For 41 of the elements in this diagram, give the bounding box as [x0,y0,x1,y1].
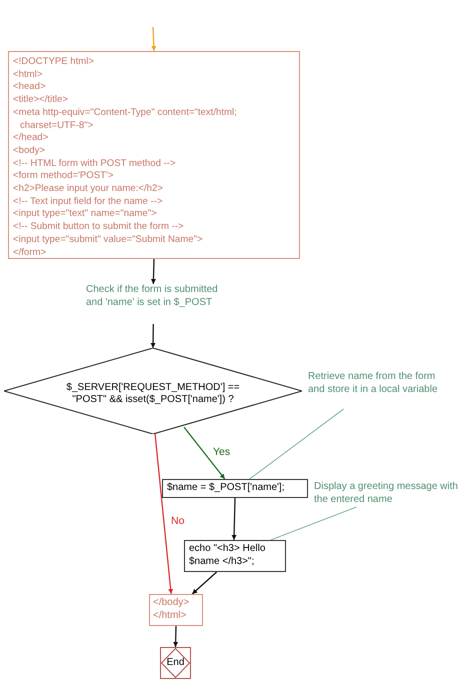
arrow [184,426,226,480]
process-box [184,540,286,572]
code-line: <body> [13,144,46,158]
arrow [192,572,218,594]
arrow [154,434,174,594]
code-line: <head> [13,81,47,94]
annotation-line: Display a greeting message with the entered name [314,481,459,506]
code-line: <meta http-equiv="Content-Type" content="text/html; charset=UTF-8"> [13,106,238,132]
edge-label: Yes [212,446,232,458]
node-label: echo "<h3> Hello $name </h3>"; [189,543,266,568]
arrow [150,324,156,348]
node-label: $_SERVER['REQUEST_METHOD'] == "POST" && isset($_POST['name']) ? [65,382,241,406]
code-line: <html> [13,68,44,82]
arrow [150,258,156,284]
code-line: </head> [13,132,50,145]
edge-label: No [170,515,186,527]
code-line: <form method='POST'> [13,170,114,184]
end-terminator [160,647,191,679]
arrow [232,498,237,540]
node-label: End [166,657,184,669]
code-box [8,51,300,259]
html-box [149,594,203,626]
code-line: <!DOCTYPE html> [13,56,96,69]
node-label: $name = $_POST['name']; [167,482,286,494]
process-box [162,479,308,498]
code-line: <!-- Text input field for the name --> [13,196,164,208]
decision-diamond [4,348,302,434]
annotation-line: Retrieve name from the form and store it in a local variable [308,371,439,396]
code-line: <!-- HTML form with POST method --> [13,158,177,170]
code-line: <!-- Submit button to submit the form --> [13,221,185,234]
leader-line [249,408,344,480]
leader-line [270,506,357,540]
code-line: <h2>Please input your name:</h2> [13,183,164,196]
arrow [151,26,156,52]
code-line: <input type="text" name="name"> [13,208,158,222]
arrow [173,626,178,648]
node-label: </body> </html> [153,597,190,622]
annotation-line: Check if the form is submitted and 'name' is set in $_POST [86,284,218,309]
code-line: <title></title> [13,94,69,107]
code-line: <input type="submit" value="Submit Name"> [13,234,204,247]
code-line: </form> [13,246,48,260]
